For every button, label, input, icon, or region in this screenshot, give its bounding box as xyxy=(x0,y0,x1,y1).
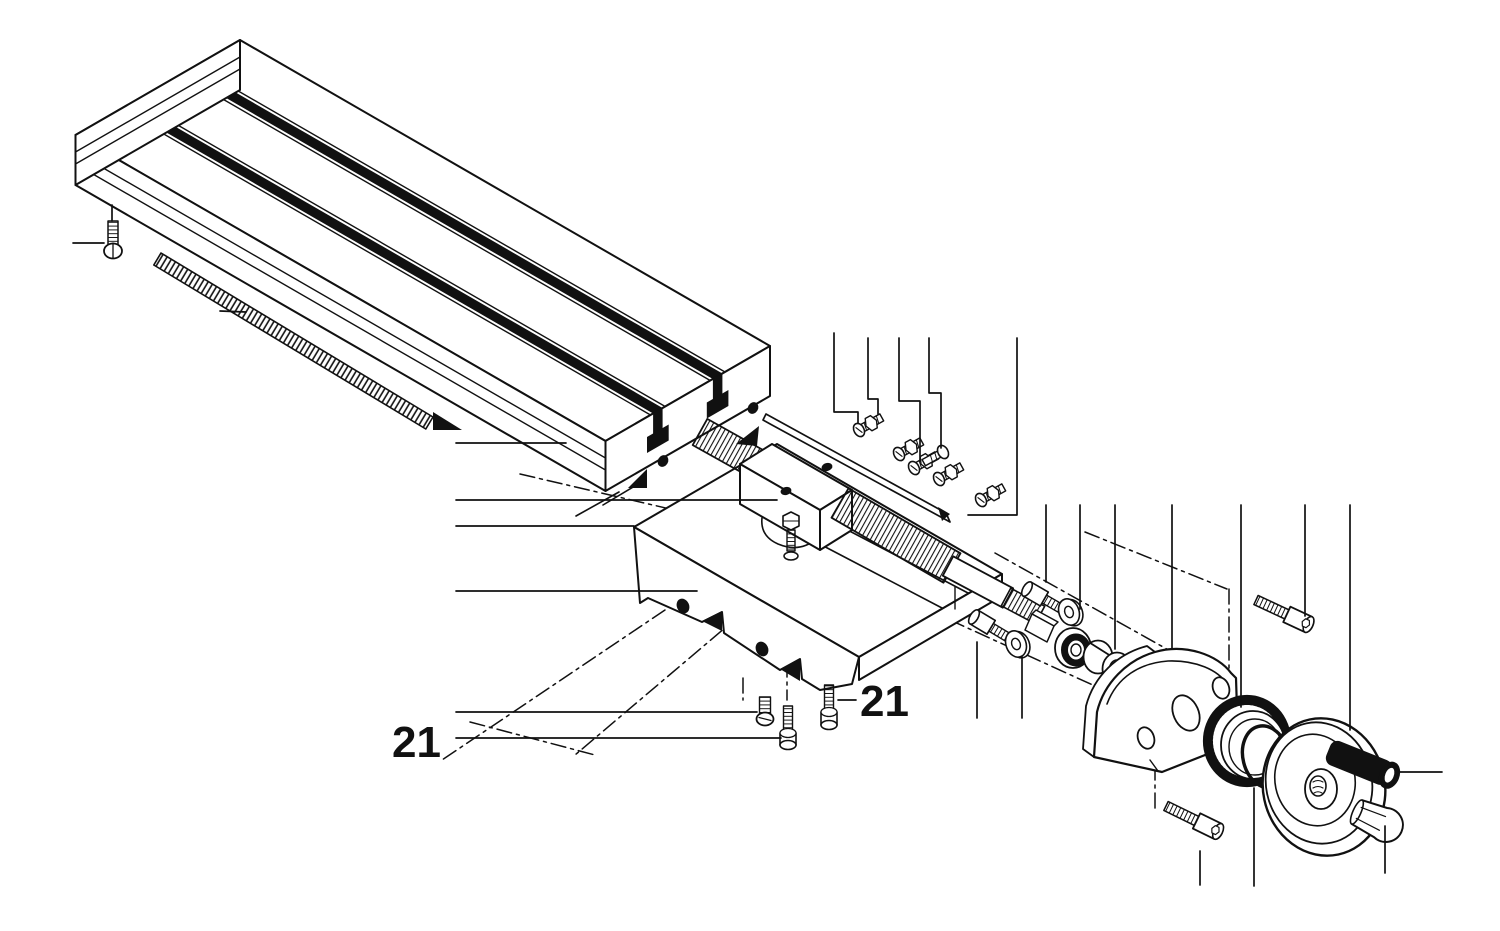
ball-bearing xyxy=(1054,627,1092,669)
bearing-bracket xyxy=(1082,645,1240,774)
leadscrew-rear-section xyxy=(830,487,1059,643)
gib-screw-1 xyxy=(850,410,887,440)
base-mount-screw-b xyxy=(779,705,797,751)
handwheel-grip xyxy=(1325,740,1401,789)
cross-table xyxy=(74,39,771,517)
t-slot-groove-1 xyxy=(182,67,723,379)
gib-screw-5 xyxy=(930,459,967,489)
table-mount-screw xyxy=(103,220,123,260)
gib-strip xyxy=(762,413,951,523)
ruler-scale xyxy=(153,252,434,430)
cap-nut xyxy=(1349,799,1404,843)
callout-21-right: 21 xyxy=(860,677,909,726)
slide-base xyxy=(633,443,1003,691)
callout-21-left: 21 xyxy=(392,718,441,767)
bracket-screw-lower xyxy=(1161,797,1227,842)
washer-upper xyxy=(1053,593,1088,631)
base-mount-screw-c xyxy=(820,684,838,731)
t-slot-groove-2 xyxy=(123,102,663,414)
base-mount-screw-a xyxy=(755,696,775,727)
leader-lines xyxy=(72,204,1443,887)
nut-block-screw xyxy=(782,511,800,561)
bracket-screw-upper xyxy=(1251,591,1318,636)
gib-screw-6 xyxy=(972,480,1009,510)
